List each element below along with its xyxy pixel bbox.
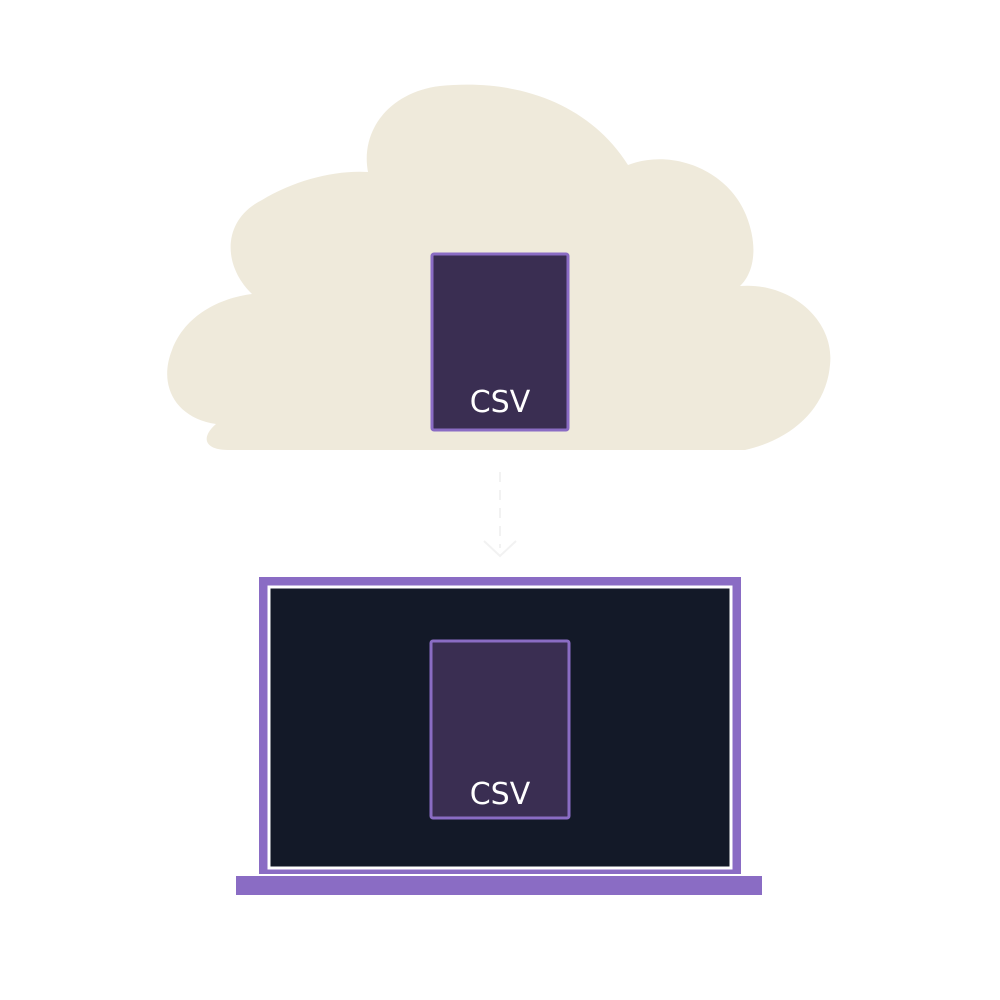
cloud-file-label: CSV — [470, 385, 531, 420]
arrow-down-icon — [483, 472, 517, 558]
laptop-base — [236, 876, 762, 895]
laptop-file-body — [429, 639, 571, 820]
cloud-file-body — [430, 252, 570, 432]
cloud-file-icon: CSV — [430, 252, 570, 432]
arrow-head — [483, 540, 517, 558]
laptop-file-icon: CSV — [429, 639, 571, 820]
laptop-file-label: CSV — [470, 777, 531, 812]
laptop-icon: CSV — [236, 577, 762, 895]
cloud-icon: CSV — [167, 84, 831, 450]
